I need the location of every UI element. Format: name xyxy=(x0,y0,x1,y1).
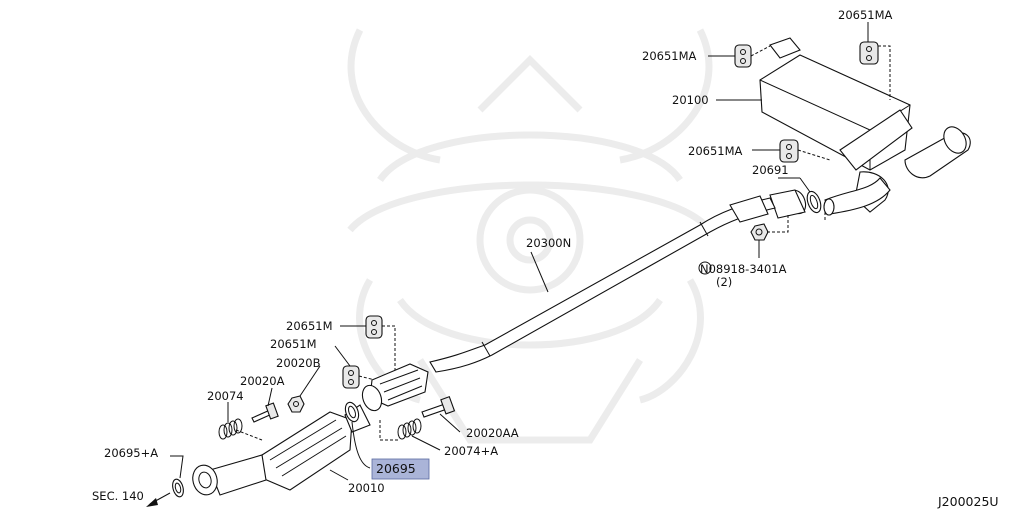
label-hanger-front-upper[interactable]: 20651M xyxy=(286,319,333,333)
label-gasket-highlighted[interactable]: 20695 xyxy=(376,461,416,476)
label-hanger-top-left[interactable]: 20651MA xyxy=(642,49,697,63)
label-nut-front[interactable]: 20020B xyxy=(276,356,321,370)
hanger-rubber-front-upper[interactable] xyxy=(365,315,383,339)
nut-08918-3401A[interactable] xyxy=(750,223,769,241)
section-reference-label[interactable]: SEC. 140 xyxy=(92,489,144,503)
label-seal-ring[interactable]: 20691 xyxy=(752,163,789,177)
label-gasket-front[interactable]: 20695+A xyxy=(104,446,158,460)
spring-20074[interactable] xyxy=(218,418,243,440)
rear-pipe-section[interactable] xyxy=(769,177,891,219)
label-center-pipe[interactable]: 20300N xyxy=(526,236,571,250)
highlighted-part-callout[interactable]: 20695 xyxy=(371,458,430,480)
center-pipe-20300N[interactable] xyxy=(429,195,776,373)
hanger-rubber-top-left[interactable] xyxy=(734,44,752,68)
hanger-rubber-front-lower[interactable] xyxy=(342,365,360,389)
bolt-20020AA[interactable] xyxy=(421,396,456,418)
gasket-20695-highlighted[interactable] xyxy=(343,401,361,424)
highlight-box xyxy=(371,458,430,480)
label-spring-rear[interactable]: 20074+A xyxy=(444,444,498,458)
diagram-code: J200025U xyxy=(937,494,999,509)
hanger-rubber-top-right[interactable] xyxy=(859,41,879,65)
front-tube-catalyst-20010[interactable] xyxy=(190,404,371,498)
label-nut-qty: (2) xyxy=(716,275,732,289)
label-front-tube[interactable]: 20010 xyxy=(348,481,385,495)
label-hanger-front-lower[interactable]: 20651M xyxy=(270,337,317,351)
nut-marker-circle xyxy=(698,261,712,275)
seal-ring-20691[interactable] xyxy=(805,190,824,215)
label-hanger-top-right[interactable]: 20651MA xyxy=(838,8,893,22)
label-bolt-rear[interactable]: 20020AA xyxy=(466,426,519,440)
label-muffler[interactable]: 20100 xyxy=(672,93,709,107)
label-spring-front[interactable]: 20074 xyxy=(207,389,244,403)
label-hanger-mid[interactable]: 20651MA xyxy=(688,144,743,158)
hanger-rubber-mid[interactable] xyxy=(779,139,799,163)
label-nut-code[interactable]: N08918-3401A xyxy=(700,262,787,276)
gasket-20695-plus-A[interactable] xyxy=(171,478,185,498)
front-flex-pipe[interactable] xyxy=(359,363,429,413)
section-reference-arrow[interactable] xyxy=(146,492,171,507)
nut-20020B[interactable] xyxy=(287,395,305,413)
bolt-20020A[interactable] xyxy=(251,402,279,423)
label-bolt-front[interactable]: 20020A xyxy=(240,374,285,388)
spring-20074-plus-A[interactable] xyxy=(397,418,422,440)
samurai-helmet-watermark xyxy=(347,28,713,444)
